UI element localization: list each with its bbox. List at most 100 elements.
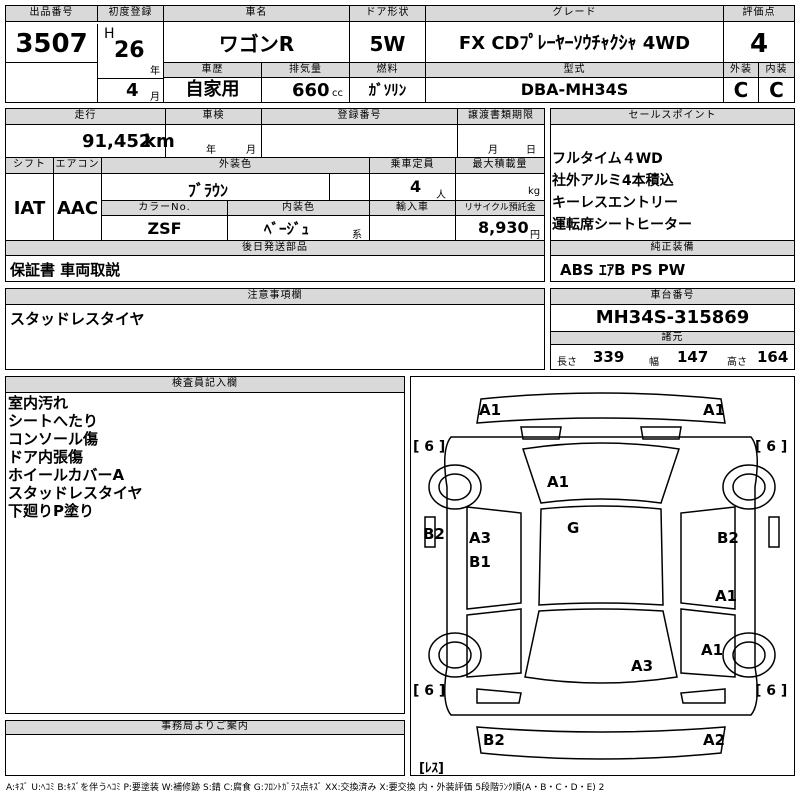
sales-label: セールスポイント (551, 109, 794, 125)
capacity-unit: 人 (436, 190, 446, 201)
maxload-unit: kg (528, 186, 541, 197)
door-label: ドア形状 (350, 6, 426, 22)
later-parts: 保証書 車両取説 (10, 261, 121, 279)
displacement: 660 (292, 80, 330, 101)
mark-trunk: A3 (631, 657, 654, 675)
tire-rear-left: [ 6 ] (413, 683, 446, 699)
displacement-label: 排気量 (262, 62, 350, 78)
tire-rear-right: [ 6 ] (755, 683, 788, 699)
inspector-label: 検査員記入欄 (6, 377, 404, 393)
sales-item: キーレスエントリー (552, 195, 678, 211)
fuel-label: 燃料 (350, 62, 426, 78)
interior-unit: 系 (352, 230, 362, 241)
recycle-unit: 円 (530, 230, 540, 241)
reg-box (98, 22, 164, 102)
mark-hood: A1 (547, 473, 570, 491)
color-label: 外装色 (102, 158, 370, 174)
note-item: 下廻りP塗り (8, 502, 94, 520)
mark-right-door-front: A1 (715, 587, 738, 605)
score: 4 (749, 29, 769, 59)
mark-right-fender: B2 (717, 529, 739, 547)
recycle-box: 8,930 円 (456, 216, 544, 241)
mark-front-left: A1 (479, 401, 502, 419)
equipment: ABS ｴｱB PS PW (560, 261, 686, 279)
color-box: ﾌﾞﾗｳﾝ (102, 174, 330, 200)
color-extra (330, 174, 370, 200)
interior-box: ﾍﾞｰｼﾞｭ 系 (228, 216, 370, 241)
later-label: 後日発送部品 (6, 240, 544, 256)
import-value (370, 216, 456, 240)
inspection-box: 年 月 (166, 125, 262, 157)
maxload-box: kg (456, 174, 544, 200)
tire-front-left: [ 6 ] (413, 439, 446, 455)
mileage: 91,452 (82, 131, 152, 152)
model: DBA-MH34S (426, 78, 724, 102)
sales-points: フルタイム４WD 社外アルミ4本積込 キーレスエントリー 運転席シートヒーター (552, 148, 792, 236)
note-item: スタッドレスタイヤ (8, 484, 143, 502)
mileage-unit: km (144, 131, 175, 152)
mark-roof: G (567, 519, 580, 537)
inspection-year-unit: 年 (206, 145, 216, 156)
int-grade: C (769, 78, 784, 102)
reg-era: H (104, 26, 115, 42)
car-name: ワゴンR (164, 22, 350, 62)
specs-row: 長さ 339 幅 147 高さ 164 (551, 345, 794, 369)
recycle: 8,930 (478, 218, 529, 237)
mark-left-door-front: A3 (469, 529, 492, 547)
length: 339 (593, 348, 625, 366)
color: ﾌﾞﾗｳﾝ (188, 181, 229, 200)
car-outline (424, 392, 780, 760)
row-divider (6, 157, 544, 158)
mark-left-fender: B2 (423, 525, 445, 543)
height-label: 高さ (727, 357, 747, 368)
mileage-box: 91,452 km (6, 125, 175, 157)
spare-tire: [ﾚｽ] (419, 761, 444, 776)
transfer-day-unit: 日 (526, 145, 536, 156)
int-label: 内装 (759, 62, 794, 78)
history-label: 車歴 (164, 62, 262, 78)
displacement-unit: cc (332, 88, 343, 99)
sales-item: フルタイム４WD (552, 151, 663, 167)
transfer-label: 譲渡書類期限 (458, 109, 544, 125)
inspection-label: 車検 (166, 109, 262, 125)
shift: IAT (6, 174, 54, 240)
plate-value (262, 125, 458, 157)
width: 147 (677, 348, 709, 366)
note-item: ホイールカバーA (8, 466, 125, 484)
width-label: 幅 (649, 357, 659, 368)
ac: AAC (54, 174, 102, 240)
note-item: シートへたり (8, 412, 99, 430)
reg-month: 4 (126, 80, 139, 101)
lot-label: 出品番号 (6, 6, 98, 22)
shift-label: シフト (6, 158, 54, 174)
note-item: ドア内張傷 (8, 448, 84, 466)
grade-label: グレード (426, 6, 724, 22)
legend: A:ｷｽﾞ U:ﾍｺﾐ B:ｷｽﾞを伴うﾍｺﾐ P:要塗装 W:補修跡 S:錆 … (6, 783, 605, 793)
mark-front-right: A1 (703, 401, 726, 419)
reg-year: 26 (114, 38, 145, 63)
chassis-number: MH34S-315869 (595, 307, 750, 328)
height: 164 (757, 348, 789, 366)
sales-item: 社外アルミ4本積込 (552, 173, 674, 189)
inspector-section (5, 376, 405, 714)
import-label: 輸入車 (370, 200, 456, 216)
transfer-month-unit: 月 (488, 145, 498, 156)
plate-label: 登録番号 (262, 109, 458, 125)
lot-number: 3507 (6, 24, 98, 64)
caution: スタッドレスタイヤ (10, 310, 145, 328)
inspector-notes: 室内汚れ シートへたり コンソール傷 ドア内張傷 ホイールカバーA スタッドレス… (8, 394, 143, 520)
ac-label: エアコン (54, 158, 102, 174)
note-item: 室内汚れ (8, 394, 69, 412)
capacity: 4 (410, 177, 422, 196)
reg-month-unit: 月 (150, 92, 160, 103)
grade: FX CDﾌﾟﾚｰﾔｰｿｳﾁｬｸｼｬ 4WD (426, 22, 724, 62)
transfer-box: 月 日 (458, 125, 544, 157)
capacity-label: 乗車定員 (370, 158, 456, 174)
mark-rear-left: B2 (483, 731, 505, 749)
mileage-label: 走行 (6, 109, 166, 125)
chassis-label: 車台番号 (551, 289, 794, 305)
capacity-box: 4 人 (370, 174, 456, 201)
reg-month-row (98, 78, 164, 79)
model-label: 型式 (426, 62, 724, 78)
maxload-label: 最大積載量 (456, 158, 544, 174)
